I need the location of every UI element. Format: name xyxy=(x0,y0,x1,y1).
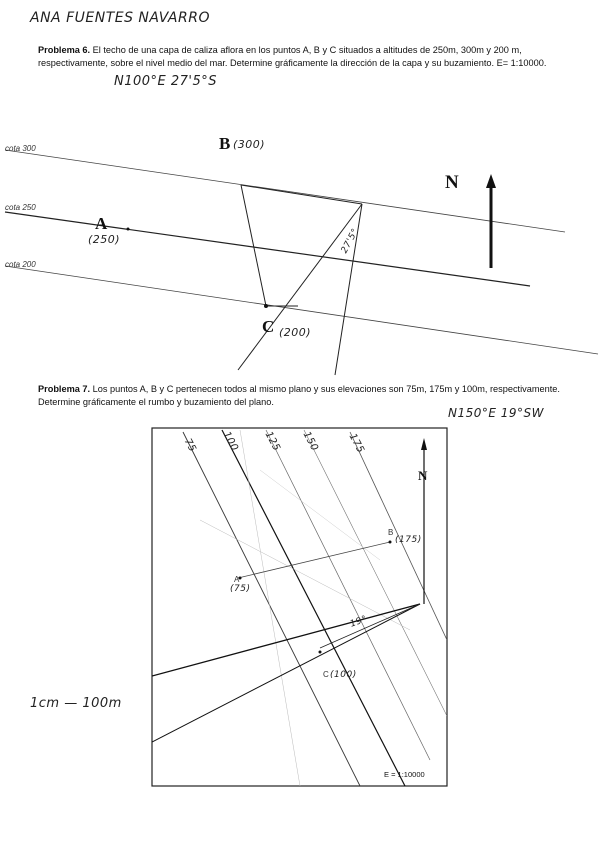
problem6-text: El techo de una capa de caliza aflora en… xyxy=(38,45,547,68)
point-c7-label: C xyxy=(323,670,329,679)
dip-line-1 xyxy=(237,203,363,371)
contour-line-175 xyxy=(349,431,447,641)
faint-construction-1 xyxy=(239,429,301,786)
construction-line-b-c xyxy=(240,184,267,307)
problem7-answer: N150°E 19°SW xyxy=(448,406,545,420)
point-a7-elev: (75) xyxy=(230,584,251,594)
point-a7-label: A xyxy=(234,575,240,584)
contour-label-250: cota 250 xyxy=(5,203,36,212)
problem7-heading: Problema 7. xyxy=(38,384,91,394)
faint-construction-3 xyxy=(259,469,381,561)
point-b-label: B xyxy=(219,134,231,153)
dip-line-3 xyxy=(319,603,421,649)
contour-line-300 xyxy=(4,149,566,233)
contour-label-200: cota 200 xyxy=(5,260,36,269)
point-c7-marker xyxy=(318,650,322,654)
point-b7-label: B xyxy=(388,528,394,537)
point-a-label: A xyxy=(95,214,108,233)
contour-line-75 xyxy=(182,431,361,786)
scale-note: 1cm — 100m xyxy=(30,696,122,711)
student-name: ANA FUENTES NAVARRO xyxy=(30,10,210,26)
point-a7-marker xyxy=(238,576,242,580)
point-b-elev: (300) xyxy=(233,138,266,151)
point-a-marker xyxy=(126,227,130,231)
contour-line-125 xyxy=(265,429,431,761)
point-b7-marker xyxy=(388,540,392,544)
contour-line-100 xyxy=(221,429,406,786)
problem6-heading: Problema 6. xyxy=(38,45,91,55)
north7-label: N xyxy=(418,468,428,483)
north-label: N xyxy=(445,172,459,193)
problem7-statement: Problema 7. Los puntos A, B y C pertenec… xyxy=(38,383,562,408)
north-arrow-head xyxy=(486,174,496,188)
contour-line-150 xyxy=(303,429,447,717)
contour-line-250 xyxy=(4,211,531,287)
dip-line-2 xyxy=(152,603,421,743)
point-c-elev: (200) xyxy=(279,326,312,339)
point-c-label: C xyxy=(262,317,275,336)
point-c7-elev: (100) xyxy=(330,670,357,680)
problem7-text: Los puntos A, B y C pertenecen todos al … xyxy=(38,384,560,407)
point-b7-elev: (175) xyxy=(395,535,422,545)
construction-line-b-top xyxy=(240,184,363,205)
dip-line-1 xyxy=(152,603,421,677)
problem6-statement: Problema 6. El techo de una capa de cali… xyxy=(38,44,562,69)
point-a-elev: (250) xyxy=(88,233,121,246)
contour-line-200 xyxy=(4,265,599,355)
point-c-marker xyxy=(264,304,268,308)
problem7-frame xyxy=(151,427,448,787)
north7-arrow-head xyxy=(421,438,427,450)
contour-label-300: cota 300 xyxy=(5,144,36,153)
problem7-scale: E = 1:10000 xyxy=(384,770,425,779)
problem6-answer: N100°E 27'5°S xyxy=(114,74,218,89)
dip-line-2 xyxy=(334,203,363,376)
line-a-b xyxy=(237,541,391,579)
faint-construction-2 xyxy=(199,519,411,631)
